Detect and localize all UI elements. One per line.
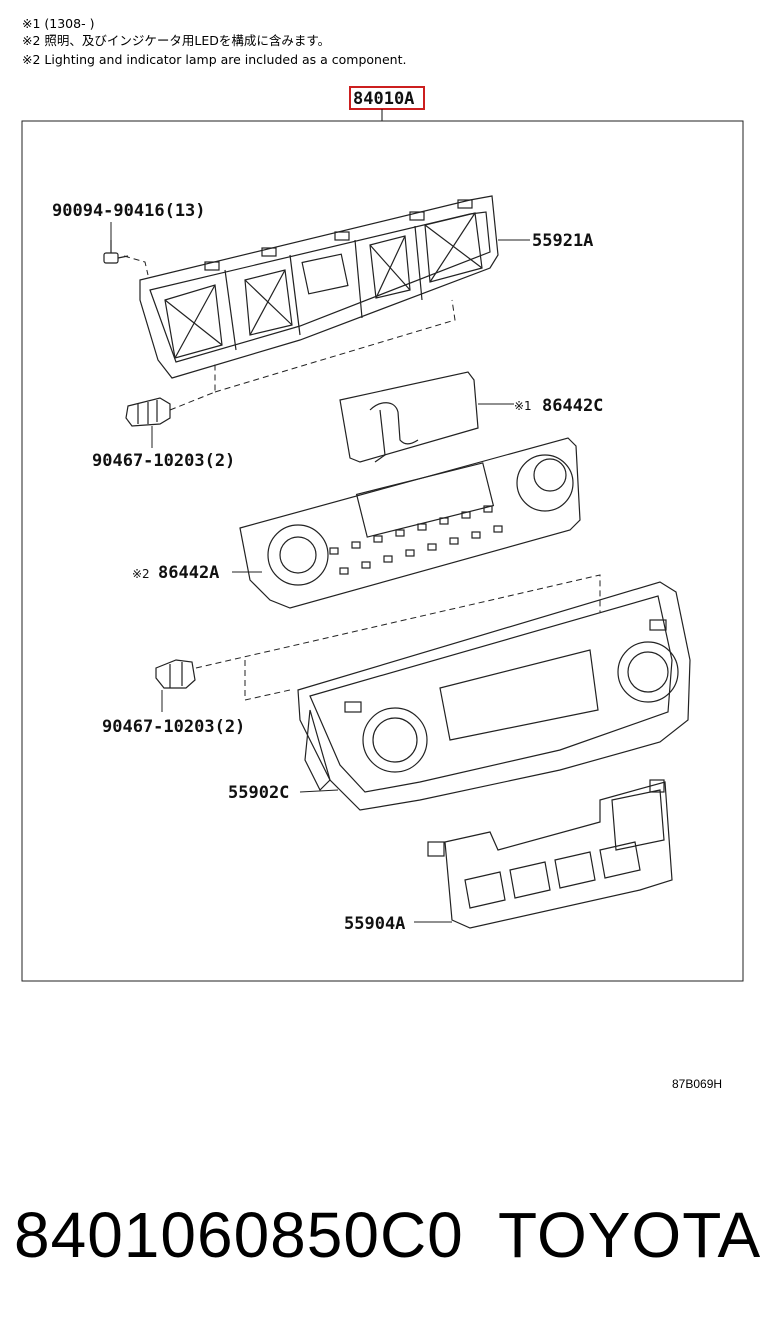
footer-part-number: 8401060850C0 [14,1199,464,1271]
lower-clip-drawing [155,659,196,689]
reference-code: 87B069H [672,1077,723,1091]
control-board-mark: ※2 [132,567,150,581]
note-line-2: ※2 照明、及びインジケータ用LEDを構成に含みます。 [22,33,331,48]
display-board-drawing [339,371,479,463]
callout-display-board[interactable]: 86442C [542,396,603,416]
main-part-highlight [349,86,425,110]
callout-clip-lower[interactable]: 90467-10203(2) [102,717,245,737]
footer-brand: TOYOTA [498,1199,760,1271]
note-line-1: ※1 (1308- ) [22,16,95,31]
control-board-drawing [239,437,581,609]
assembly-frame [21,120,744,982]
callout-clip-upper[interactable]: 90467-10203(2) [92,451,235,471]
main-part-label[interactable]: 84010A [353,89,414,109]
note-line-3: ※2 Lighting and indicator lamp are inclu… [22,52,407,67]
callout-rear-housing[interactable]: 55921A [532,231,593,251]
switch-base-drawing [427,779,673,929]
callout-control-board[interactable]: 86442A [158,563,219,583]
rear-housing-drawing [139,195,499,379]
display-board-mark: ※1 [514,399,532,413]
callout-switch-base[interactable]: 55904A [344,914,405,934]
front-panel-drawing [297,581,691,811]
bolt-drawing [103,240,129,264]
callout-front-panel[interactable]: 55902C [228,783,289,803]
callout-bolt[interactable]: 90094-90416(13) [52,201,206,221]
upper-clip-drawing [125,397,171,427]
